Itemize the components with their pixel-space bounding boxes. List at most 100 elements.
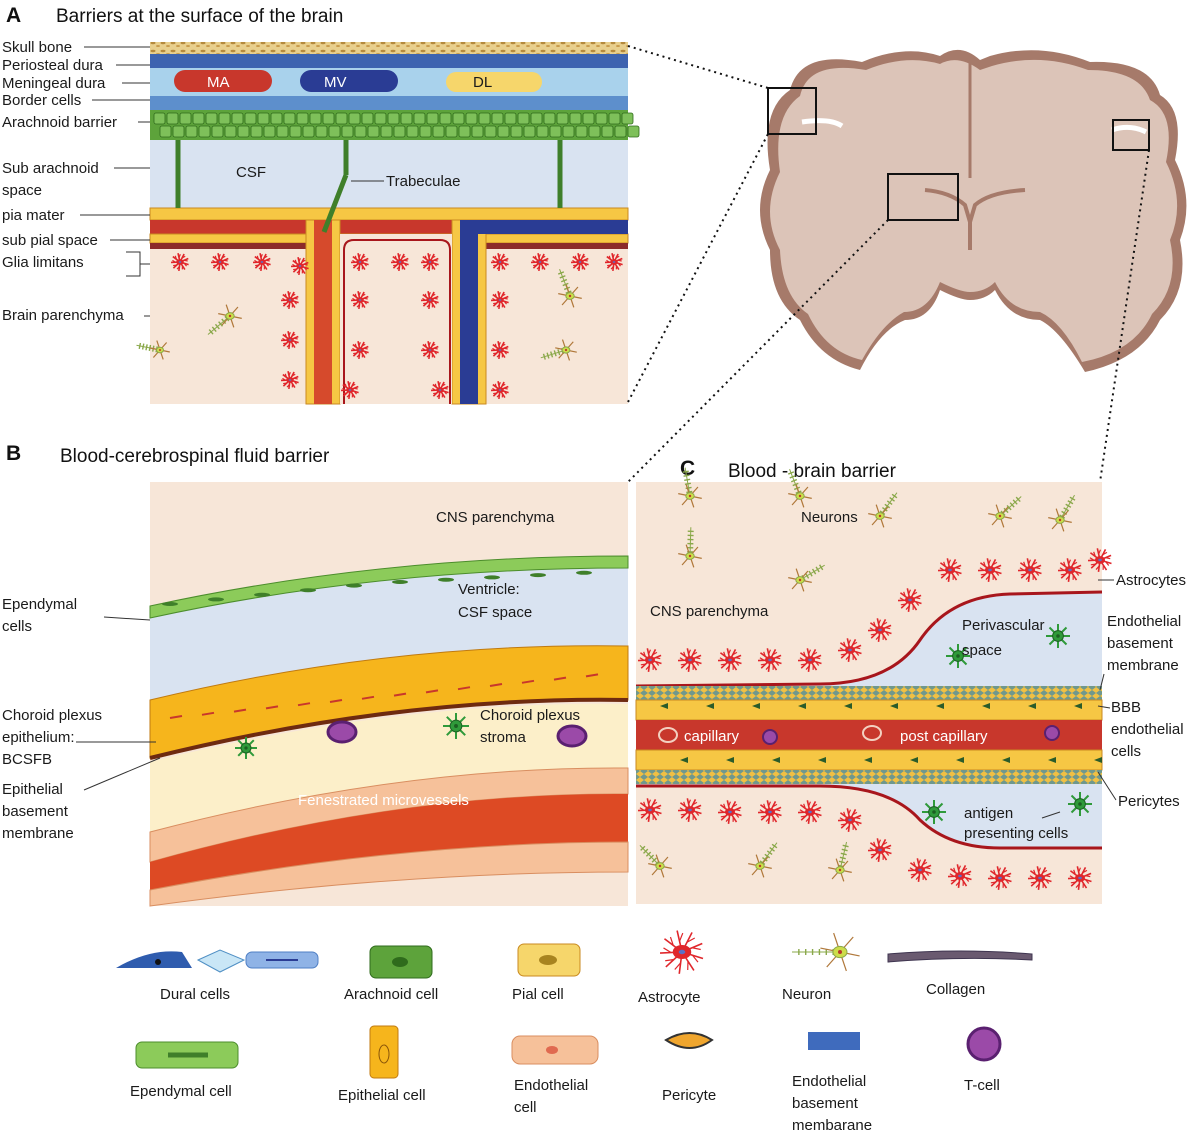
tight-junction [553, 676, 567, 681]
c-antigen-2: presenting cells [964, 825, 1068, 842]
pericyte-mark [1048, 757, 1056, 763]
legend: Dural cells Arachnoid cell Pial cell Ast… [116, 930, 1033, 1132]
c-neurons: Neurons [801, 509, 858, 526]
panel-a: A Barriers at the surface of the brain [2, 4, 640, 405]
panel-b-letter: B [6, 442, 21, 465]
basement-membrane-upper [636, 686, 1102, 700]
subarachnoid-space [150, 140, 628, 208]
tight-junction [361, 695, 375, 700]
astrocyte-icon [797, 800, 822, 825]
panel-b-cells [162, 570, 599, 759]
legend-basement-icon [808, 1032, 860, 1050]
astrocyte-icon [907, 858, 932, 883]
inset-box-c [1112, 119, 1150, 151]
c-label-astrocytes: Astrocytes [1116, 572, 1186, 589]
legend-basement-label-3: membarane [792, 1117, 872, 1132]
cleft-glia-limitans [343, 239, 451, 404]
pericyte-mark [660, 703, 668, 709]
panel-a-title: Barriers at the surface of the brain [56, 6, 343, 27]
arachnoid-cells [153, 112, 640, 138]
astrocyte-icon [530, 253, 549, 272]
b-label-basement-3: membrane [2, 825, 74, 842]
label-sub-pial-space: sub pial space [2, 232, 98, 249]
astrocyte-icon [867, 838, 892, 863]
tight-junction [521, 679, 535, 684]
astrocyte-icon [252, 253, 271, 272]
neuron-icon [788, 468, 812, 508]
b-label-ependymal-2: cells [2, 618, 32, 635]
legend-epithelial-icon [369, 1025, 399, 1079]
legend-arachnoid-label: Arachnoid cell [344, 986, 438, 1003]
c-label-bbb-2: endothelial [1111, 721, 1184, 738]
legend-tcell-label: T-cell [964, 1077, 1000, 1094]
b-cns-parenchyma: CNS parenchyma [436, 509, 555, 526]
panel-b-leaders [76, 616, 161, 791]
ependymal-nucleus [438, 577, 454, 582]
fenestrated-microvessel [150, 793, 628, 890]
astrocyte-icon [837, 808, 862, 833]
ependymal-nucleus [576, 570, 592, 575]
c-post-capillary: post capillary [900, 728, 988, 745]
label-skull-bone: Skull bone [2, 39, 72, 56]
ventricles [924, 188, 1026, 250]
neuron-icon [207, 304, 242, 335]
meningeal-artery [174, 70, 272, 92]
astrocyte-icon [490, 253, 509, 272]
legend-endothelial-label-1: Endothelial [514, 1077, 588, 1094]
astrocyte-icon [350, 253, 369, 272]
neuron-icon [678, 527, 702, 568]
tight-junction [457, 686, 471, 691]
ependymal-nucleus [254, 592, 270, 597]
pericyte-mark [890, 703, 898, 709]
astrocyte-icon [350, 341, 369, 360]
astrocyte-icon [947, 864, 972, 889]
antigen-presenting-cell [1068, 792, 1092, 816]
astrocyte-icon [420, 341, 439, 360]
b-label-choroid-3: BCSFB [2, 751, 52, 768]
red-blood-cell [862, 725, 882, 741]
endothelial-cells-upper [635, 699, 1103, 721]
ependymal-nucleus [208, 597, 224, 602]
panel-c-letter: C [680, 457, 695, 480]
astrocyte-icon [420, 291, 439, 310]
inset-box-b [887, 173, 959, 221]
label-border-cells: Border cells [2, 92, 81, 109]
neuron-icon [988, 496, 1022, 528]
c-label-bbb-1: BBB [1111, 699, 1141, 716]
tight-junction [201, 711, 215, 716]
astrocyte-icon [290, 257, 309, 276]
pericyte-mark [956, 757, 964, 763]
b-fenestrated: Fenestrated microvessels [298, 792, 469, 809]
trabeculae-label: Trabeculae [386, 173, 461, 190]
legend-dural-label: Dural cells [160, 986, 230, 1003]
dural-lymphatic [446, 72, 542, 92]
pericyte-mark [752, 703, 760, 709]
neuron-icon [1048, 494, 1076, 532]
legend-dural-icon-1 [116, 951, 192, 968]
legend-dural-icon-2 [196, 949, 246, 973]
panel-c: C Blood - brain barrier Neurons CNS pare… [635, 457, 1186, 904]
neuron-icon [639, 844, 672, 878]
astrocyte-icon [677, 798, 702, 823]
csf-label: CSF [236, 164, 266, 181]
label-periosteal-dura: Periosteal dura [2, 57, 104, 74]
pericyte-mark [1094, 757, 1102, 763]
astrocyte-icon [170, 253, 189, 272]
astrocyte-icon [797, 648, 822, 673]
pericyte-mark [818, 757, 826, 763]
red-blood-cell [658, 727, 678, 743]
ependymal-nucleus [300, 588, 316, 593]
panel-c-leaders [1097, 579, 1117, 801]
pericyte-mark [1074, 703, 1082, 709]
c-perivascular-2: space [962, 642, 1002, 659]
ependymal-nucleus [484, 575, 500, 580]
pericyte-mark [1002, 757, 1010, 763]
c-perivascular-1: Perivascular [962, 617, 1045, 634]
surface-vein-band [478, 220, 628, 234]
tight-junction [329, 699, 343, 703]
c-label-pericytes: Pericytes [1118, 793, 1180, 810]
neuron-icon [828, 841, 852, 882]
legend-astrocyte-label: Astrocyte [638, 989, 701, 1006]
neuron-icon [678, 467, 702, 508]
c-capillary: capillary [684, 728, 740, 745]
